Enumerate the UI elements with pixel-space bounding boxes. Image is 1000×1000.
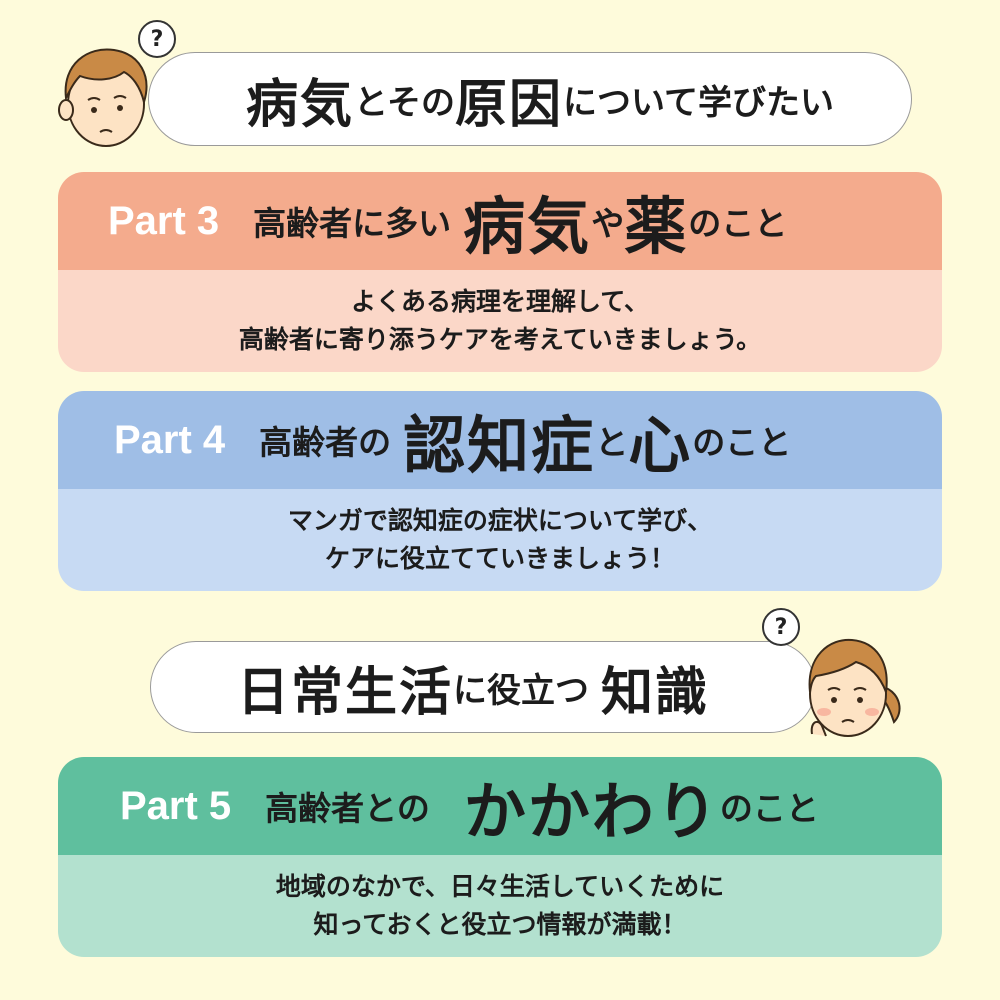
header-text: のこと [692,423,792,462]
card-header: Part 5 高齢者との かかわり のこと [58,757,942,855]
topic-banner-illness: 病気 とその 原因 について学びたい [148,52,912,146]
banner-word-illness: 病気 [246,74,355,135]
banner-text: に役立つ [453,670,589,711]
description-line: ケアに役立てていきましょう！ [324,544,675,573]
man-thinking-icon [58,48,148,147]
header-text: のこと [688,204,788,243]
description-line: 高齢者に寄り添うケアを考えていきましょう。 [238,325,762,354]
card-part-5: Part 5 高齢者との かかわり のこと 地域のなかで、日々生活していくために… [58,757,942,957]
header-highlight-dementia: 認知症 [403,409,596,482]
description-line: マンガで認知症の症状について学び、 [287,506,713,535]
description-line: よくある病理を理解して、 [350,287,649,316]
header-text: や [591,204,625,243]
header-text: のこと [719,789,819,828]
part-label: Part 4 [114,417,226,462]
card-description: よくある病理を理解して、 高齢者に寄り添うケアを考えていきましょう。 [58,270,942,372]
woman-thinking-icon [808,638,901,737]
header-highlight-illness: 病気 [463,190,592,263]
card-description: 地域のなかで、日々生活していくために 知っておくと役立つ情報が満載！ [58,855,942,957]
card-header: Part 4 高齢者の 認知症 と 心 のこと [58,391,942,489]
description-line: 地域のなかで、日々生活していくために [275,872,725,901]
header-highlight-medicine: 薬 [624,190,689,263]
question-bubble-icon: ? [138,20,176,58]
banner-word-knowledge: 知識 [601,662,710,723]
header-text: 高齢者に多い [253,204,452,243]
header-text: 高齢者との [265,789,430,828]
description-line: 知っておくと役立つ情報が満載！ [313,910,687,939]
header-highlight-mind: 心 [628,409,693,482]
part-label: Part 5 [120,783,232,828]
header-highlight-relationships: かかわり [463,775,720,848]
card-description: マンガで認知症の症状について学び、 ケアに役立てていきましょう！ [58,489,942,591]
card-part-4: Part 4 高齢者の 認知症 と 心 のこと マンガで認知症の症状について学び… [58,391,942,591]
card-header: Part 3 高齢者に多い 病気 や 薬 のこと [58,172,942,270]
banner-word-cause: 原因 [455,74,564,135]
part-label: Part 3 [108,198,220,243]
topic-banner-daily-life: 日常生活 に役立つ 知識 [150,641,816,733]
header-text: と [595,423,629,462]
card-part-3: Part 3 高齢者に多い 病気 や 薬 のこと よくある病理を理解して、 高齢… [58,172,942,372]
banner-text: について学びたい [563,82,834,123]
question-bubble-icon: ? [762,608,800,646]
banner-text: とその [354,82,455,123]
banner-word-daily-life: 日常生活 [236,662,453,723]
header-text: 高齢者の [259,423,392,462]
